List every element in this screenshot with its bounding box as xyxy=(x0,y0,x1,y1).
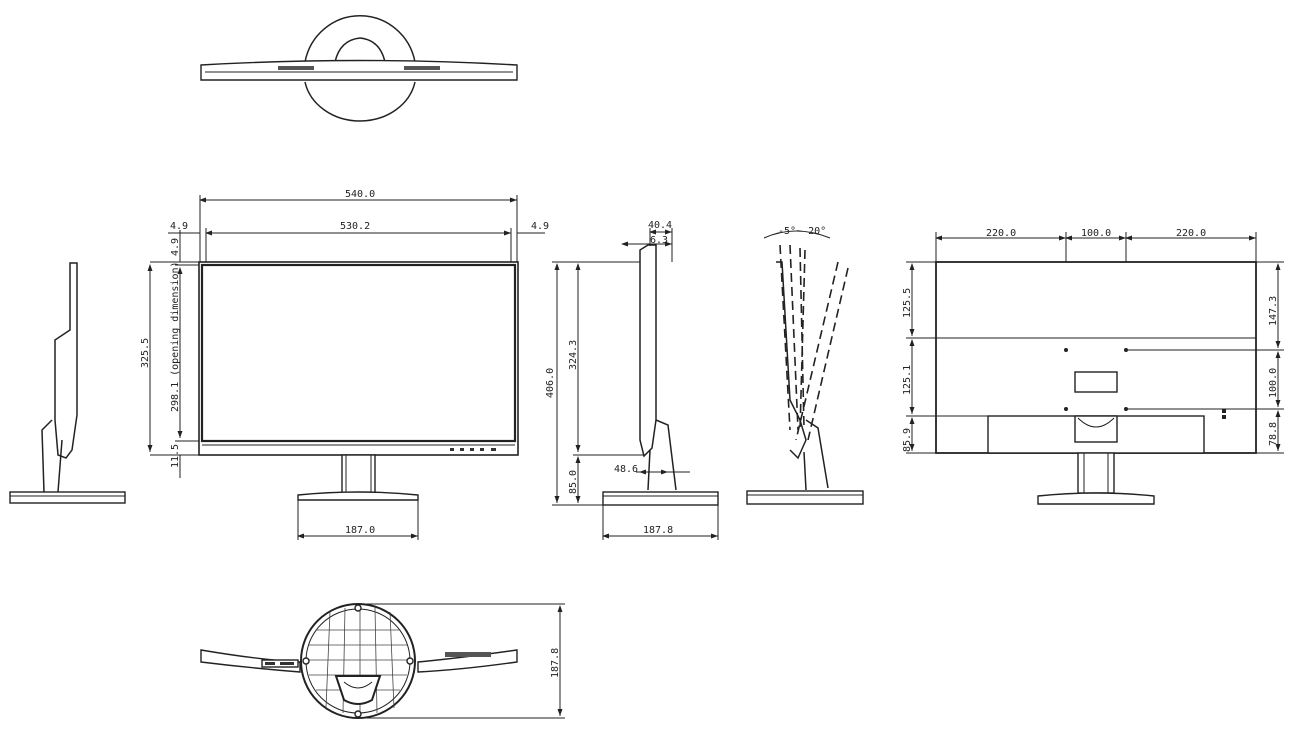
screen-height-label: 325.5 xyxy=(140,338,151,368)
bottom-view: 187.8 xyxy=(200,603,565,719)
side-base-depth-label: 187.8 xyxy=(643,525,673,536)
bottom-base-depth-label: 187.8 xyxy=(550,648,561,678)
back-center-label: 100.0 xyxy=(1081,228,1111,239)
opening-dimension-label: 298.1 (opening dimension) xyxy=(170,261,181,412)
back-left-bottom-label: 85.9 xyxy=(902,428,913,452)
side-base-height-label: 85.0 xyxy=(568,470,579,494)
back-right-top-label: 147.3 xyxy=(1268,296,1279,326)
panel-width-label: 530.2 xyxy=(340,221,370,232)
back-left-mid-label: 125.1 xyxy=(902,365,913,395)
bottom-bezel-label: 11.5 xyxy=(170,444,181,468)
back-left-top-label: 125.5 xyxy=(902,288,913,318)
right-bezel-label: 4.9 xyxy=(531,221,549,232)
side-view-dimensioned: 40.4 6.3 406.0 324.3 85.0 48.6 187.8 xyxy=(545,220,719,540)
back-right-mid-label: 100.0 xyxy=(1268,368,1279,398)
left-bezel-label: 4.9 xyxy=(170,221,188,232)
tilt-view: -5°~ 20° xyxy=(746,226,864,505)
back-right-bottom-label: 78.8 xyxy=(1268,422,1279,446)
side-depth-panel-label: 6.3 xyxy=(650,235,668,246)
top-bezel-label: 4.9 xyxy=(170,238,181,256)
side-neck-offset-label: 48.6 xyxy=(614,464,638,475)
back-right-label: 220.0 xyxy=(1176,228,1206,239)
side-overall-height-label: 406.0 xyxy=(545,368,556,398)
back-left-label: 220.0 xyxy=(986,228,1016,239)
side-depth-top-label: 40.4 xyxy=(648,220,672,231)
front-base-width-label: 187.0 xyxy=(345,525,375,536)
top-view xyxy=(200,14,518,122)
overall-width-label: 540.0 xyxy=(345,189,375,200)
back-view: 220.0 100.0 220.0 125.5 125.1 85.9 xyxy=(902,228,1284,505)
side-panel-height-label: 324.3 xyxy=(568,340,579,370)
front-view: 540.0 530.2 4.9 4.9 325.5 298.1 (opening… xyxy=(140,189,549,540)
left-side-view xyxy=(9,262,126,504)
